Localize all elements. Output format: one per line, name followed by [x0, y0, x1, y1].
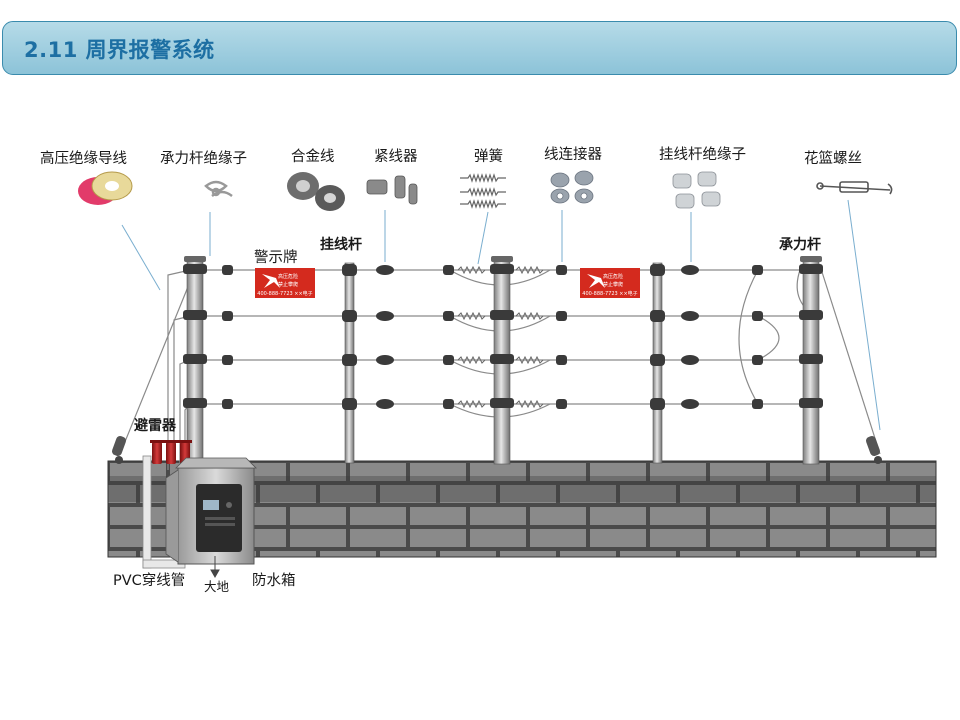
pointer-lines: [121, 199, 881, 431]
label-ground: 大地: [204, 579, 230, 594]
label-insulated-wire: 高压绝缘导线: [40, 150, 127, 167]
load-insulator-icon: [204, 180, 233, 198]
sign-text-3: 400-888-7723 ××电子: [582, 290, 637, 297]
label-arrester: 避雷器: [134, 417, 177, 434]
sign-text-3: 400-888-7723 ××电子: [257, 290, 312, 297]
label-hanging-pole: 挂线杆: [320, 236, 362, 253]
turnbuckle-icon: [816, 181, 893, 195]
label-load-pole: 承力杆: [779, 236, 821, 253]
label-hanging-insulator: 挂线杆绝缘子: [659, 146, 746, 163]
title-banner: 2.11 周界报警系统: [2, 21, 957, 75]
waterproof-box: [165, 457, 257, 565]
insulated-wire-icon: [78, 171, 133, 205]
hanging-insulator-icon: [672, 171, 721, 209]
alloy-wire-icon: [287, 172, 345, 211]
sign-text-1: 高压危险: [603, 273, 623, 280]
wire-connector-icon: [550, 170, 594, 204]
warning-sign-right: 高压危险 禁止攀爬 400-888-7723 ××电子: [580, 268, 640, 298]
warning-sign-left: 高压危险 禁止攀爬 400-888-7723 ××电子: [255, 268, 315, 298]
turnbuckle-left: [112, 436, 126, 464]
turnbuckle-right: [866, 436, 882, 464]
label-warning-sign: 警示牌: [254, 249, 298, 266]
label-pvc-pipe: PVC穿线管: [113, 572, 185, 589]
label-spring: 弹簧: [474, 148, 503, 165]
sign-text-1: 高压危险: [278, 273, 298, 280]
sign-text-2: 禁止攀爬: [603, 281, 623, 288]
ground-lead: [210, 556, 220, 579]
spring-icon: [460, 173, 506, 209]
label-wire-connector: 线连接器: [544, 146, 602, 163]
label-tensioner: 紧线器: [374, 148, 418, 165]
tensioner-icon: [366, 175, 418, 205]
pole-insulators: [183, 264, 823, 410]
sign-text-2: 禁止攀爬: [278, 281, 298, 288]
label-waterproof-box: 防水箱: [252, 572, 296, 589]
label-load-insulator: 承力杆绝缘子: [160, 150, 247, 167]
label-turnbuckle: 花篮螺丝: [804, 149, 862, 167]
springs: [457, 265, 544, 409]
page-title: 2.11 周界报警系统: [24, 38, 215, 62]
label-alloy-wire: 合金线: [291, 148, 335, 165]
